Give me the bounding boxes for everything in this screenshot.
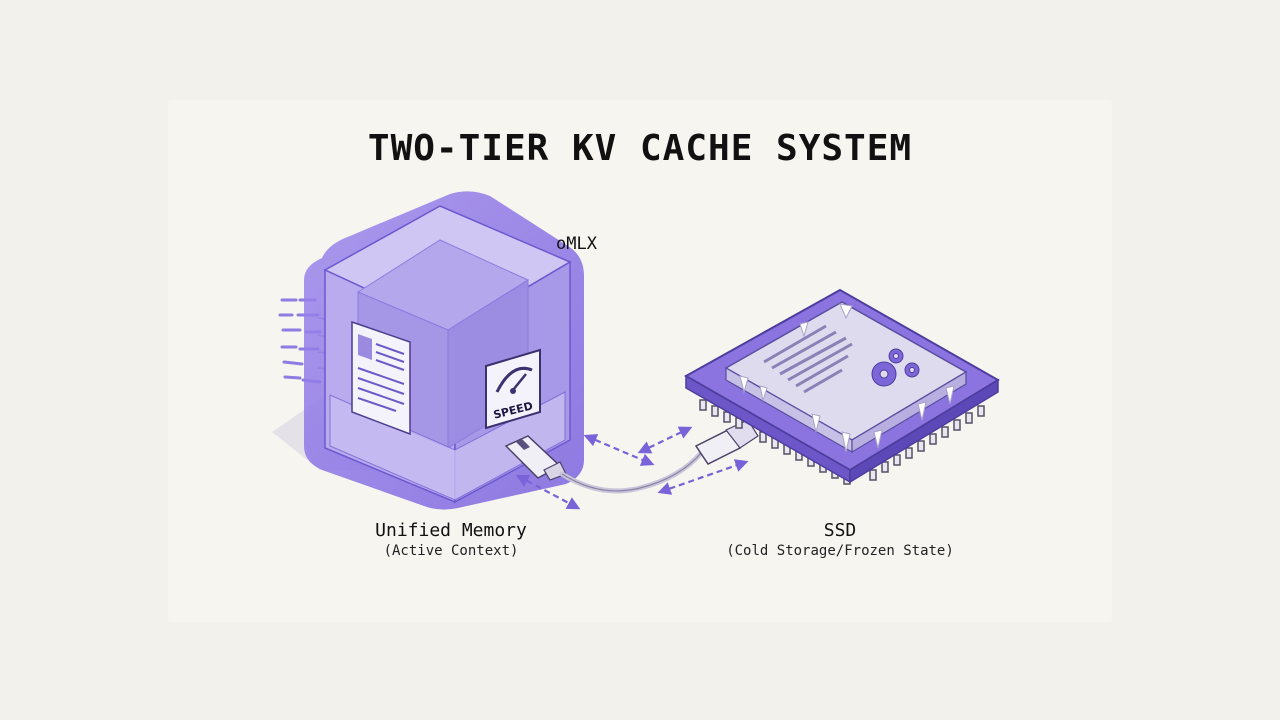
document-icon [351, 320, 411, 436]
data-flow-arrows [515, 426, 749, 510]
diagram-title: TWO-TIER KV CACHE SYSTEM [367, 128, 913, 169]
memory-label: Unified Memory [375, 520, 527, 541]
gear-icon [871, 348, 920, 387]
ssd-label: SSD [823, 520, 857, 541]
icicles [739, 303, 955, 453]
omlx-label: oMLX [556, 234, 597, 254]
ssd-chip [683, 288, 1000, 485]
speed-gauge-icon: SPEED [485, 348, 541, 430]
ssd-sublabel: (Cold Storage/Frozen State) [726, 543, 954, 559]
memory-sublabel: (Active Context) [383, 543, 519, 559]
usb-plug-right [694, 419, 759, 465]
